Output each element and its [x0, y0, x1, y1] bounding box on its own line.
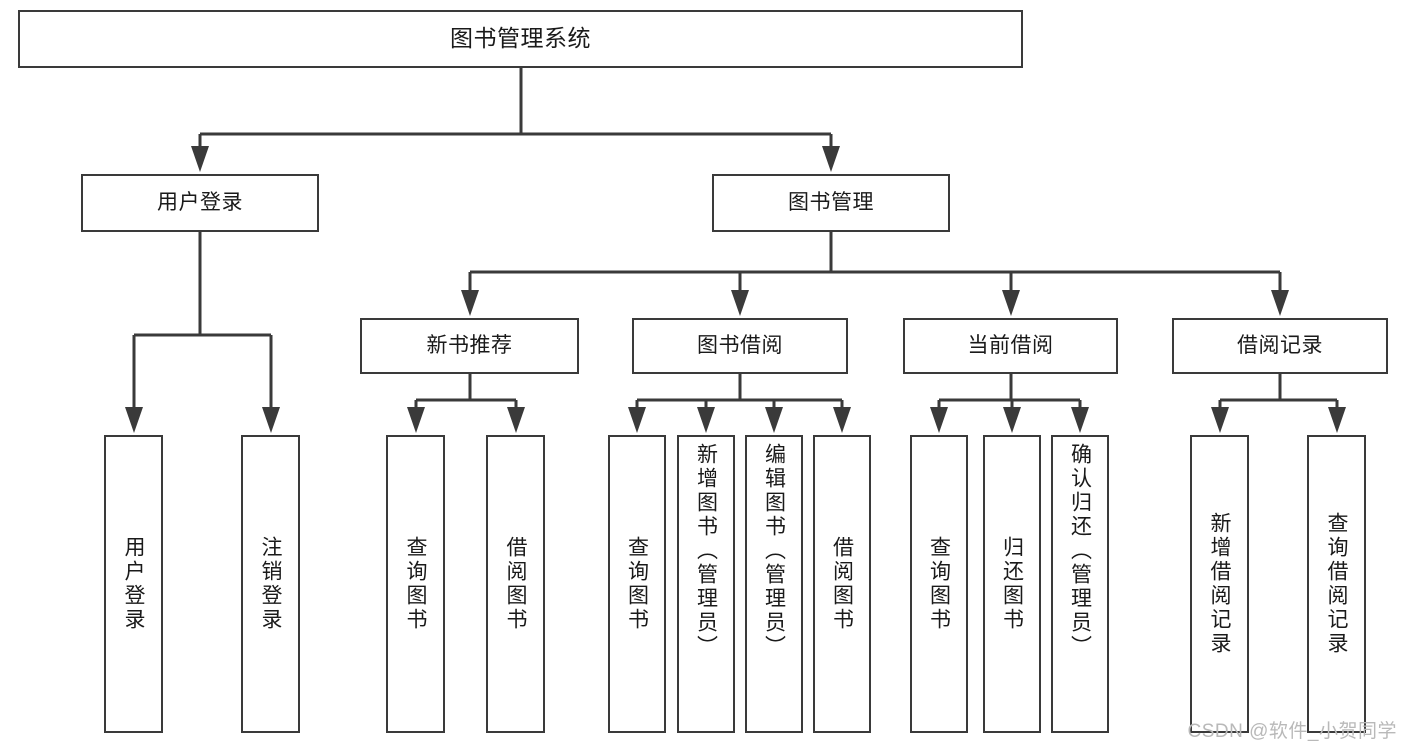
node-label: 查询图书: [625, 536, 649, 632]
node-label: 当前借阅: [967, 334, 1054, 358]
node-label: 借阅图书: [830, 536, 854, 632]
node-leaf-borrow-book-rec[interactable]: 借阅图书: [486, 435, 545, 733]
node-user-login[interactable]: 用户登录: [81, 174, 319, 232]
connector-arrowhead: [1328, 407, 1346, 433]
connector-arrowhead: [628, 407, 646, 433]
connector-arrowhead: [822, 146, 840, 172]
node-label: 图书借阅: [697, 334, 783, 358]
node-label: 图书管理系统: [450, 25, 591, 52]
watermark-text: CSDN @软件_小贺同学: [1187, 721, 1397, 742]
connector-arrowhead: [1271, 290, 1289, 316]
node-leaf-add-book[interactable]: 新增图书（管理员）: [677, 435, 735, 733]
connector-arrowhead: [125, 407, 143, 433]
node-leaf-confirm-return[interactable]: 确认归还（管理员）: [1051, 435, 1109, 733]
node-label: 查询图书: [404, 536, 427, 632]
node-root[interactable]: 图书管理系统: [18, 10, 1023, 68]
node-label: 归还图书: [1000, 536, 1024, 632]
node-leaf-user-logout[interactable]: 注销登录: [241, 435, 300, 733]
connector-arrowhead: [1003, 407, 1021, 433]
connector-arrowhead: [507, 407, 525, 433]
node-label: 图书管理: [788, 191, 874, 215]
node-leaf-return-book[interactable]: 归还图书: [983, 435, 1041, 733]
connector-arrowhead: [461, 290, 479, 316]
connector-arrowhead: [191, 146, 209, 172]
node-leaf-borrow-book-bb[interactable]: 借阅图书: [813, 435, 871, 733]
node-leaf-query-book-bb[interactable]: 查询图书: [608, 435, 666, 733]
node-new-book-rec[interactable]: 新书推荐: [360, 318, 579, 374]
node-label: 新书推荐: [426, 334, 513, 358]
node-book-borrow[interactable]: 图书借阅: [632, 318, 848, 374]
node-leaf-query-record[interactable]: 查询借阅记录: [1307, 435, 1366, 733]
node-current-borrow[interactable]: 当前借阅: [903, 318, 1118, 374]
node-borrow-record[interactable]: 借阅记录: [1172, 318, 1388, 374]
node-label: 注销登录: [259, 536, 282, 632]
node-label: 查询借阅记录: [1325, 512, 1348, 656]
connector-arrowhead: [697, 407, 715, 433]
node-label: 用户登录: [157, 191, 243, 215]
node-label: 用户登录: [122, 536, 145, 632]
connector-arrowhead: [930, 407, 948, 433]
connector-arrowhead: [833, 407, 851, 433]
connector-arrowhead: [1211, 407, 1229, 433]
node-leaf-query-book-rec[interactable]: 查询图书: [386, 435, 445, 733]
connector-arrowhead: [1002, 290, 1020, 316]
connector-arrowhead: [731, 290, 749, 316]
connector-arrowhead: [1071, 407, 1089, 433]
node-label: 编辑图书（管理员）: [762, 443, 786, 659]
node-label: 查询图书: [927, 536, 951, 632]
node-book-manage[interactable]: 图书管理: [712, 174, 950, 232]
node-leaf-user-login[interactable]: 用户登录: [104, 435, 163, 733]
connector-arrowhead: [407, 407, 425, 433]
connector-arrowhead: [262, 407, 280, 433]
node-label: 新增图书（管理员）: [694, 443, 718, 659]
node-leaf-add-record[interactable]: 新增借阅记录: [1190, 435, 1249, 733]
node-label: 确认归还（管理员）: [1068, 443, 1092, 659]
node-label: 新增借阅记录: [1208, 512, 1231, 656]
node-label: 借阅图书: [504, 536, 527, 632]
node-leaf-query-book-cb[interactable]: 查询图书: [910, 435, 968, 733]
connector-arrowhead: [765, 407, 783, 433]
node-leaf-edit-book[interactable]: 编辑图书（管理员）: [745, 435, 803, 733]
node-label: 借阅记录: [1237, 334, 1323, 358]
